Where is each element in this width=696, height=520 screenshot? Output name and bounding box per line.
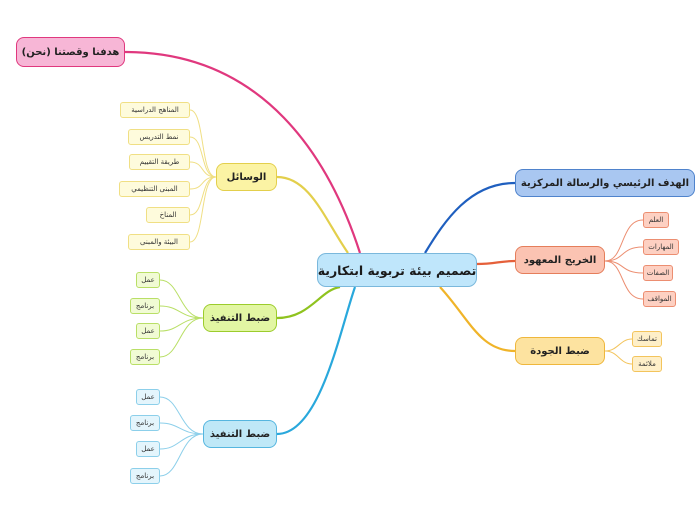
- subtopic-skills[interactable]: المهارات: [643, 239, 679, 255]
- subtopic-work[interactable]: عمل: [136, 389, 160, 405]
- subtopic-org-structure[interactable]: المبنى التنظيمي: [119, 181, 190, 197]
- subtopic-suitability[interactable]: ملائمة: [632, 356, 662, 372]
- subtopic-work[interactable]: عمل: [136, 323, 160, 339]
- leaf-connector: [159, 305, 204, 319]
- leaf-connector: [604, 350, 633, 365]
- leaf-connector: [604, 246, 644, 262]
- leaf-connector: [159, 279, 204, 319]
- leaf-connector: [604, 260, 644, 300]
- subtopic-coherence[interactable]: تماسك: [632, 331, 662, 347]
- topic-execution-control-blue[interactable]: ضبط التنفيذ: [203, 420, 277, 448]
- leaf-connector: [159, 433, 204, 450]
- connector-salmon: [476, 259, 516, 266]
- leaf-connector: [604, 219, 644, 262]
- subtopic-program[interactable]: برنامج: [130, 468, 160, 484]
- leaf-connector: [189, 161, 217, 178]
- topic-our-goal-story[interactable]: هدفنا وقصتنا (نحن): [16, 37, 125, 67]
- leaf-connector: [159, 317, 204, 358]
- subtopic-work[interactable]: عمل: [136, 272, 160, 288]
- topic-means[interactable]: الوسائل: [216, 163, 277, 191]
- subtopic-program[interactable]: برنامج: [130, 298, 160, 314]
- leaf-connector: [189, 109, 217, 178]
- subtopic-assessment-method[interactable]: طريقة التقييم: [129, 154, 190, 170]
- subtopic-teaching-style[interactable]: نمط التدريس: [128, 129, 190, 145]
- leaf-connector: [159, 396, 204, 435]
- subtopic-curricula[interactable]: المناهج الدراسية: [120, 102, 190, 118]
- subtopic-work[interactable]: عمل: [136, 441, 160, 457]
- connector-lightblue: [276, 286, 357, 436]
- topic-quality-control[interactable]: ضبط الجودة: [515, 337, 605, 365]
- connector-yellow: [276, 175, 349, 254]
- topic-main-goal-mission[interactable]: الهدف الرئيسي والرسالة المركزية: [515, 169, 695, 197]
- connector-pink: [124, 50, 362, 254]
- topic-execution-control-green[interactable]: ضبط التنفيذ: [203, 304, 277, 332]
- subtopic-program[interactable]: برنامج: [130, 349, 160, 365]
- connector-darkblue: [424, 181, 516, 254]
- connector-green: [276, 285, 341, 320]
- leaf-connector: [159, 422, 204, 435]
- leaf-connector: [189, 176, 217, 243]
- subtopic-program[interactable]: برنامج: [130, 415, 160, 431]
- leaf-connector: [189, 136, 217, 178]
- subtopic-attitudes[interactable]: المواقف: [643, 291, 676, 307]
- subtopic-climate[interactable]: المناخ: [146, 207, 190, 223]
- connector-gold: [439, 286, 516, 353]
- leaf-connector: [159, 317, 204, 332]
- topic-graduate-profile[interactable]: الخريج المعهود: [515, 246, 605, 274]
- central-topic[interactable]: تصميم بيئة تربوية ابتكارية: [317, 253, 477, 287]
- subtopic-environment-building[interactable]: البيئة والمبنى: [128, 234, 190, 250]
- leaf-connector: [604, 338, 633, 352]
- subtopic-traits[interactable]: الصفات: [643, 265, 673, 281]
- subtopic-knowledge[interactable]: العلم: [643, 212, 669, 228]
- leaf-connector: [159, 433, 204, 477]
